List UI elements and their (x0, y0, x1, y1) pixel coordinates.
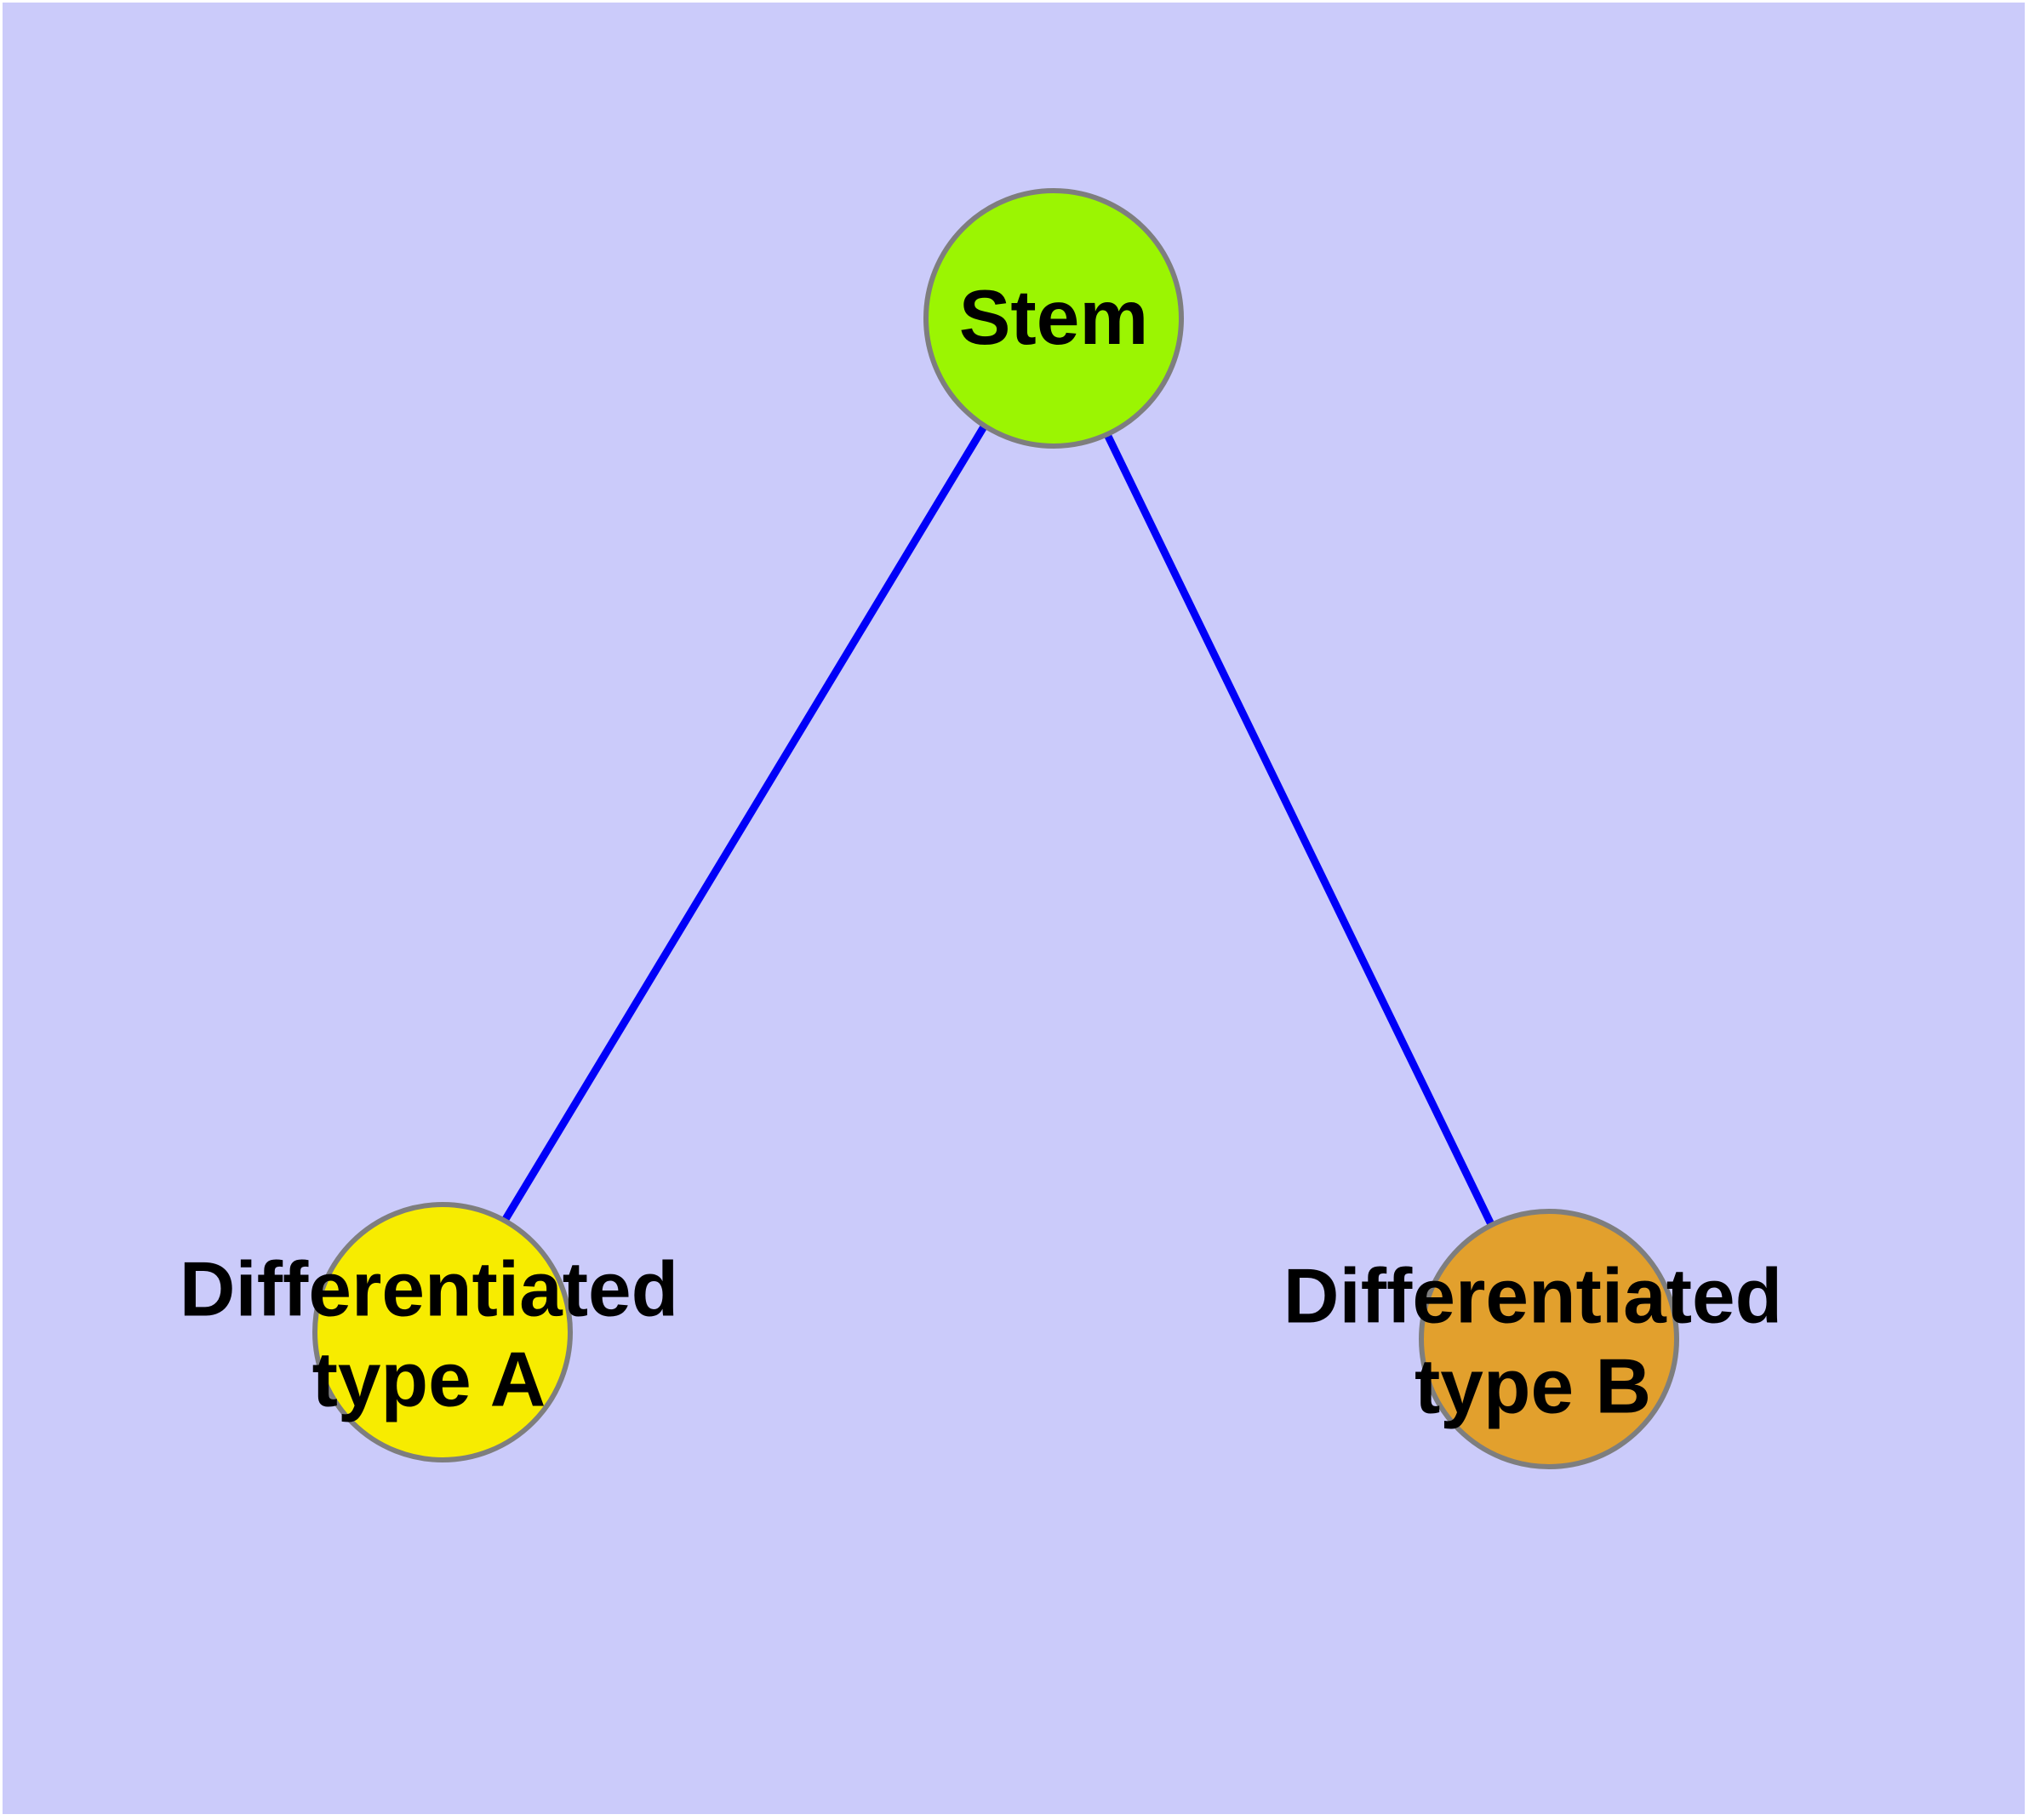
type-b-label-line-2: type B (1414, 1343, 1652, 1429)
edge-stem-to-type-b (1046, 315, 1547, 1335)
node-differentiated-type-a-label: Differentiated type A (180, 1245, 679, 1424)
node-differentiated-type-b-label: Differentiated type B (1283, 1251, 1783, 1431)
node-stem-label-text: Stem (958, 275, 1149, 362)
type-b-label-line-1: Differentiated (1283, 1253, 1783, 1340)
diagram-background: Stem Differentiated type A Differentiate… (3, 3, 2025, 1814)
edge-layer (437, 314, 1547, 1335)
node-stem-label: Stem (959, 273, 1149, 363)
type-a-label-line-1: Differentiated (179, 1246, 679, 1333)
node-stem (923, 188, 1184, 449)
type-a-label-line-2: type A (311, 1336, 546, 1422)
node-differentiated-type-b (1419, 1209, 1679, 1469)
node-differentiated-type-a (312, 1202, 573, 1462)
edge-stem-to-type-a (437, 314, 1054, 1329)
